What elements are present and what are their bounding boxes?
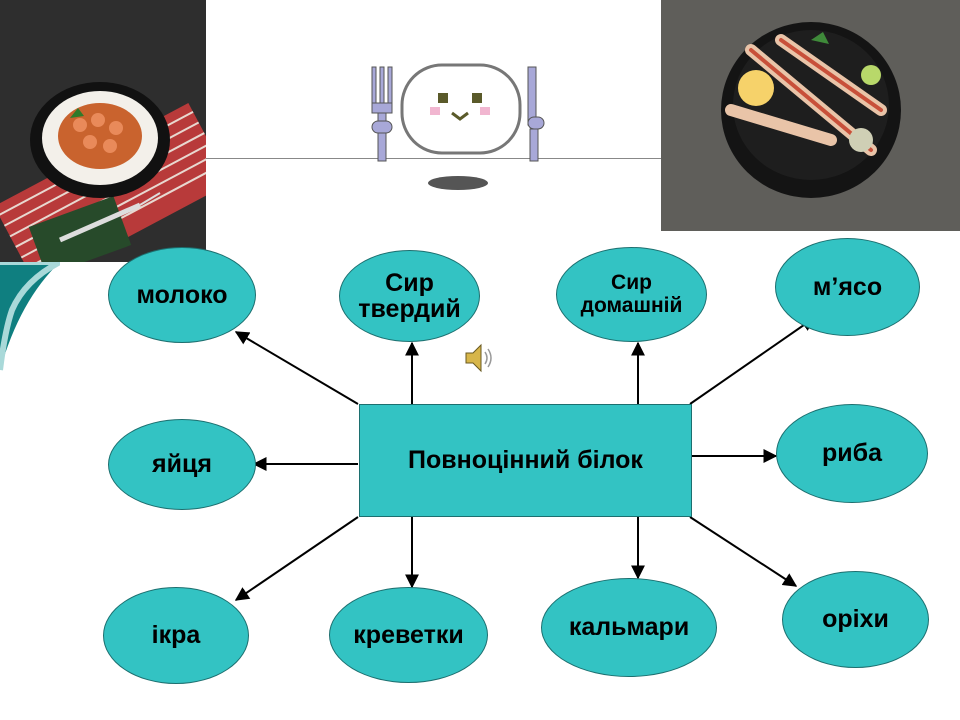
decorative-teal-curve (0, 259, 60, 371)
node-fish: риба (776, 404, 928, 503)
node-shrimp: креветки (329, 587, 488, 683)
node-milk: молоко (108, 247, 256, 343)
node-meat: м’ясо (775, 238, 920, 336)
speaker-icon[interactable] (462, 340, 498, 376)
node-squid: кальмари (541, 578, 717, 677)
node-nuts: оріхи (782, 571, 929, 668)
table-edge-line (206, 158, 661, 159)
node-cottage-cheese: Сир домашній (556, 247, 707, 342)
node-hard-cheese: Сир твердий (339, 250, 480, 342)
center-node-complete-protein: Повноцінний білок (359, 404, 692, 517)
pasta-dish-photo (0, 0, 206, 262)
node-caviar: ікра (103, 587, 249, 684)
crab-dish-photo (661, 0, 960, 231)
hungry-face-mascot-icon (371, 63, 545, 190)
node-eggs: яйця (108, 419, 256, 510)
